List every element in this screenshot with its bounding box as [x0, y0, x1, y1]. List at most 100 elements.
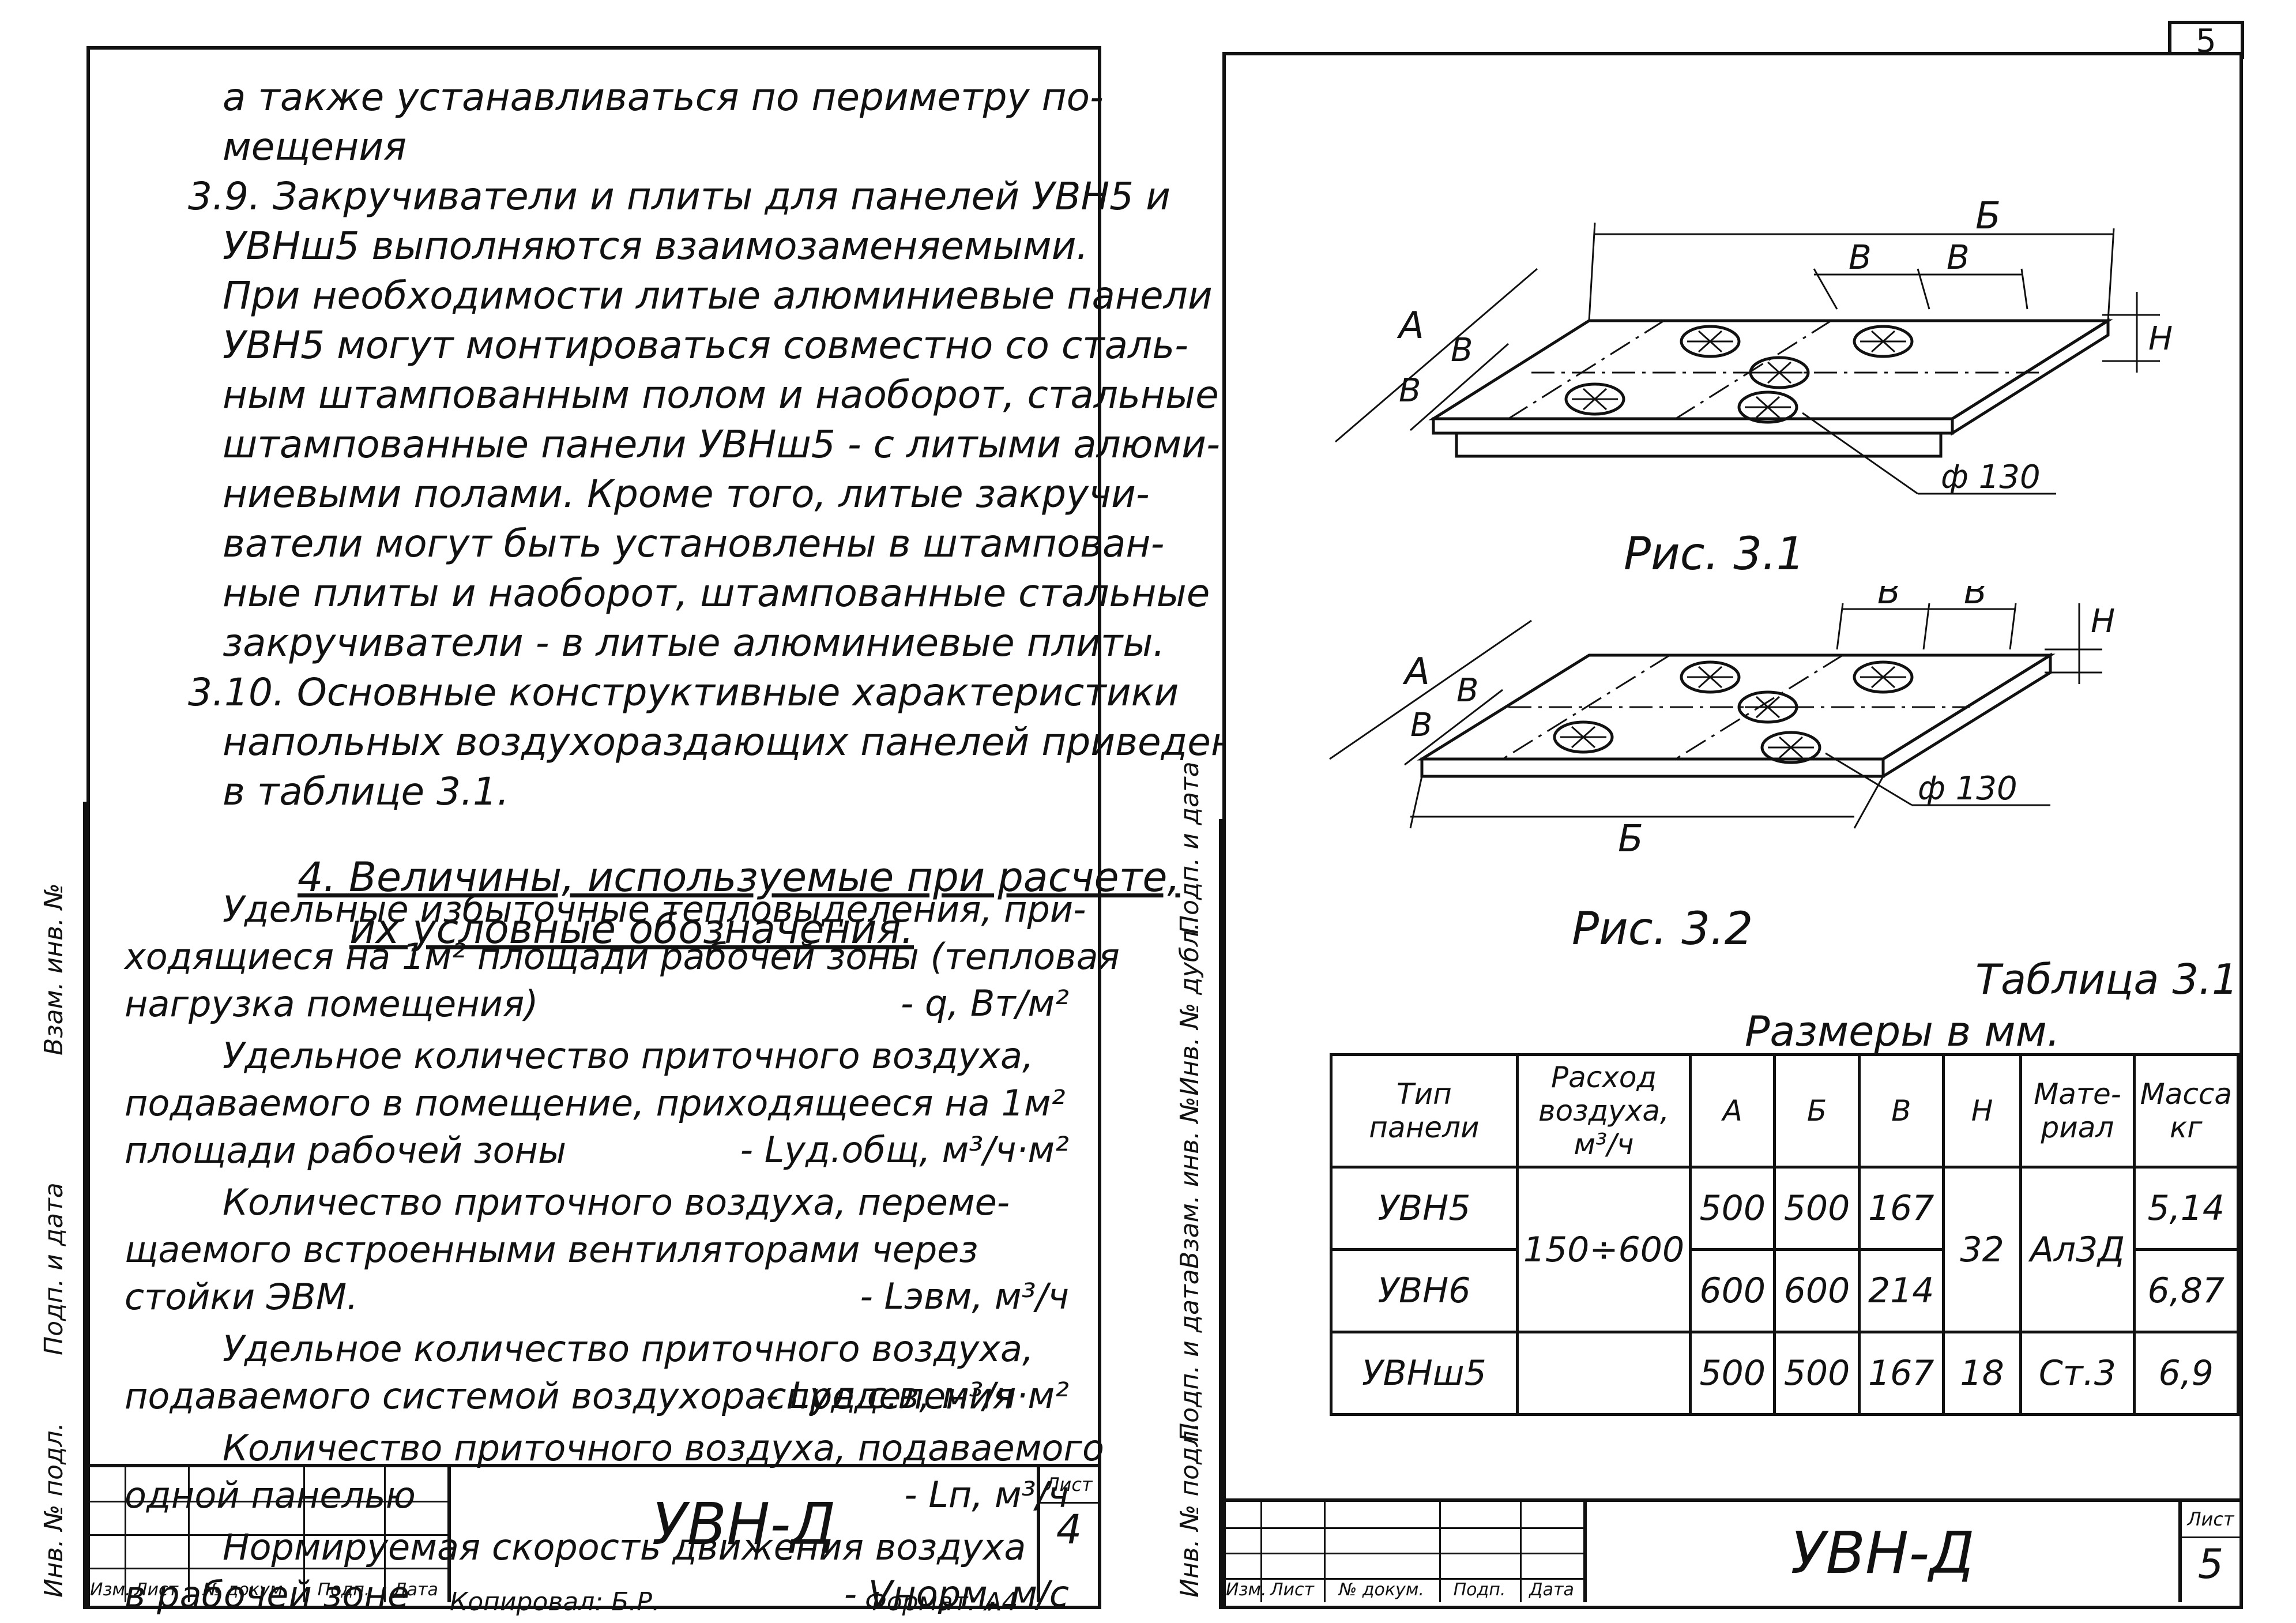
margin-label: Подп. и дата — [1175, 1269, 1205, 1442]
tb-col-label: Лист — [134, 1580, 179, 1600]
leader-line — [1802, 412, 1918, 495]
dim-label: В — [1947, 238, 1970, 277]
text-line: ные плиты и наоборот, штампованные сталь… — [223, 571, 1210, 615]
right-page: Б В В А В В Н ф 130 Рис. 3.1 В В Н А — [1222, 52, 2243, 1609]
cell-a: 500 — [1689, 1331, 1776, 1416]
panel-base — [1455, 431, 1943, 458]
margin-label: Инв. № подл. — [39, 1422, 69, 1598]
cell-b: 500 — [1773, 1166, 1861, 1251]
th-b: Б — [1773, 1053, 1861, 1169]
text-line: закручиватели - в литые алюминиевые плит… — [223, 621, 1165, 665]
diffuser-icon — [1749, 356, 1810, 389]
th-h: Н — [1941, 1053, 2023, 1169]
table-subtitle: Размеры в мм. — [1745, 1007, 2060, 1055]
dim-label: Б — [1618, 818, 1643, 861]
th-material: Мате-риал — [2019, 1053, 2136, 1169]
right-binding-margin: Инв. № подл. Подп. и дата Взам. инв. № И… — [1170, 761, 1222, 1609]
sheet-number: 5 — [2197, 1541, 2224, 1588]
figure-caption: Рис. 3.1 — [1624, 528, 1805, 580]
document-code: УВН-Д — [1790, 1519, 1975, 1587]
dim-label: Н — [2091, 603, 2115, 640]
revision-grid: Изм. Лист № докум. Подп. Дата — [1226, 1502, 1587, 1602]
text-line: мещения — [223, 125, 406, 169]
figure-caption: Рис. 3.2 — [1572, 903, 1753, 955]
th-a: А — [1689, 1053, 1776, 1169]
text-line: Удельные избыточные тепловыделения, при- — [223, 888, 1086, 930]
margin-label: Подп. и дата — [39, 1182, 69, 1355]
cell-a: 600 — [1689, 1248, 1776, 1333]
dimension-line — [1404, 689, 1503, 766]
definition-item: Удельные избыточные тепловыделения, при-… — [125, 886, 1120, 1028]
symbol: - q, Вт/м² — [900, 982, 1069, 1024]
sheet-label: Лист — [1040, 1467, 1098, 1504]
section-heading: их условные обозначения. — [349, 906, 914, 953]
tb-col-label: Изм. — [1226, 1580, 1267, 1600]
text-line: ным штампованным полом и наоборот, сталь… — [223, 373, 1219, 417]
definitions-list: Удельные избыточные тепловыделения, при-… — [125, 886, 1120, 1623]
symbol: - Lуд.с.в, м³/ч·м² — [765, 1374, 1069, 1417]
text-line: Нормируемая скорость движения воздуха — [223, 1526, 1026, 1568]
cell-a: 500 — [1689, 1166, 1776, 1251]
dim-label: В — [1849, 238, 1872, 277]
text-line: напольных воздухораздающих панелей приве… — [223, 720, 1266, 764]
cell-type: УВНш5 — [1330, 1331, 1519, 1416]
dim-label: А — [1397, 305, 1424, 347]
margin-label: Взам. инв. № — [1175, 1096, 1205, 1269]
definition-item: Количество приточного воздуха, подаваемо… — [125, 1425, 1104, 1519]
leader-line — [1825, 752, 1913, 806]
title-block: Изм. Лист № докум. Подп. Дата УВН-Д Лист… — [90, 1464, 1098, 1606]
cell-b: 500 — [1773, 1331, 1861, 1416]
diffuser-icon — [1553, 720, 1614, 754]
dim-label: В — [1451, 332, 1473, 369]
text-line: 3.9. Закручиватели и плиты для панелей У… — [188, 174, 1170, 219]
cell-v: 167 — [1857, 1166, 1945, 1251]
document-code: УВН-Д — [652, 1490, 836, 1558]
figure-3-2: В В Н А В В Б ф 130 — [1329, 586, 2115, 861]
table-row: УВНш5 500 500 167 18 Ст.3 6,9 — [1330, 1331, 2240, 1416]
tb-col-label: Дата — [393, 1580, 438, 1600]
cell-h: 32 — [1941, 1166, 2023, 1333]
text-line: щаемого встроенными вентиляторами через — [125, 1228, 978, 1271]
cell-flow: 150÷600 — [1515, 1166, 1692, 1333]
tb-col-label: Подп. — [317, 1580, 370, 1600]
copied-by: Копировал: Б.Р. — [450, 1587, 660, 1617]
diffuser-icon — [1737, 390, 1798, 424]
cell-material: Ст.3 — [2019, 1331, 2136, 1416]
text-line: а также устанавливаться по периметру по- — [223, 75, 1104, 119]
text-line: ходящиеся на 1м² площади рабочей зоны (т… — [125, 936, 1120, 978]
text-line: нагрузка помещения) — [125, 983, 539, 1025]
dimensions-table: Тип панели Расход воздуха, м³/ч А Б В Н … — [1330, 1053, 2240, 1416]
table-title: Таблица 3.1 — [1975, 955, 2238, 1004]
th-flow: Расход воздуха, м³/ч — [1515, 1053, 1692, 1169]
dim-label: В — [1964, 586, 1987, 611]
definition-item: Количество приточного воздуха, переме- щ… — [125, 1179, 1075, 1321]
th-v: В — [1857, 1053, 1945, 1169]
dimension-line — [1410, 343, 1509, 431]
left-paragraph: а также устанавливаться по периметру по-… — [125, 73, 1266, 955]
margin-label: Инв. № дубл. — [1175, 922, 1205, 1096]
format: Формат: А4 — [865, 1587, 1018, 1617]
text-line: При необходимости литые алюминиевые пане… — [223, 273, 1213, 318]
cell-mass: 6,9 — [2132, 1331, 2240, 1416]
diffuser-icon — [1853, 325, 1914, 358]
definition-item: Удельное количество приточного воздуха, … — [125, 1325, 1075, 1420]
diffuser-icon — [1680, 660, 1741, 694]
dim-label: ф 130 — [1941, 459, 2041, 496]
dim-label: В — [1877, 586, 1900, 611]
th-mass: Масса кг — [2132, 1053, 2240, 1169]
diffuser-icon — [1853, 660, 1914, 694]
text-line: Количество приточного воздуха, переме- — [223, 1181, 1010, 1223]
table-row: УВН5 150÷600 500 500 167 32 Ал3Д 5,14 — [1330, 1166, 2240, 1333]
text-line: штампованные панели УВНш5 - с литыми алю… — [223, 422, 1220, 467]
definition-item: Нормируемая скорость движения воздуха в … — [125, 1524, 1075, 1618]
text-line: одной панелью — [125, 1474, 416, 1516]
sheet-number-box: Лист 4 — [1037, 1467, 1098, 1602]
table-row: УВН6 600 600 214 6,87 — [1330, 1248, 2240, 1333]
text-line: ватели могут быть установлены в штампова… — [223, 521, 1165, 566]
symbol: - Lэвм, м³/ч — [860, 1275, 1069, 1317]
cell-type: УВН6 — [1330, 1248, 1519, 1333]
text-line: 3.10. Основные конструктивные характерис… — [188, 670, 1179, 715]
margin-label: Взам. инв. № — [39, 883, 69, 1055]
text-line: ниевыми полами. Кроме того, литые закруч… — [223, 472, 1150, 516]
diffuser-icon — [1760, 731, 1821, 764]
